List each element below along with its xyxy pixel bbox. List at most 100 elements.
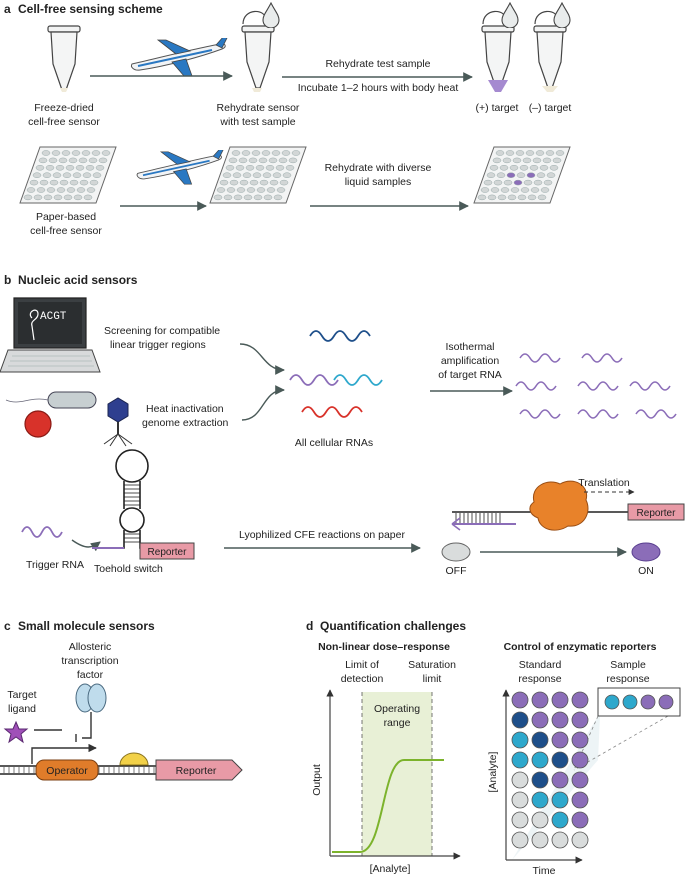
grid-well — [511, 791, 529, 809]
well-dot — [73, 194, 83, 201]
well-dot — [222, 172, 232, 178]
iso-label-2: amplification — [441, 355, 500, 367]
well-dot — [39, 179, 49, 186]
well-dot — [263, 194, 273, 201]
output-axis-label: Output — [311, 764, 323, 796]
sample-well — [640, 694, 656, 710]
well-dot — [52, 172, 62, 178]
well-dot — [543, 179, 553, 186]
well-dot — [532, 157, 542, 164]
zoom-line-2 — [573, 715, 669, 771]
translation-label: Translation — [578, 477, 630, 489]
grid-well — [551, 811, 569, 829]
well-dot — [33, 194, 43, 201]
well-dot — [48, 157, 58, 164]
well-dot — [539, 165, 549, 171]
grid-well — [531, 771, 549, 789]
panel-d-title: Quantification challenges — [320, 619, 466, 633]
target-label-2: ligand — [8, 703, 36, 715]
well-dot — [61, 150, 71, 156]
well-dot — [95, 165, 105, 171]
sample-response-row — [604, 694, 674, 710]
well-dot — [72, 172, 82, 178]
well-dot — [486, 172, 496, 178]
dose-response-curve — [332, 759, 444, 853]
grid-well — [571, 831, 589, 849]
amplified-rna-wave — [629, 381, 671, 391]
operating-label-1: Operating — [374, 703, 420, 715]
well-dot — [523, 179, 533, 186]
grid-well — [511, 731, 529, 749]
target-label-1: Target — [7, 689, 36, 701]
well-dot — [253, 194, 263, 201]
well-dot — [506, 172, 516, 178]
well-dot — [529, 165, 539, 171]
well-dot — [59, 179, 69, 186]
well-dot — [542, 157, 552, 164]
well-dot — [226, 187, 236, 193]
well-dot — [530, 187, 540, 193]
freeze-dried-label-2: cell-free sensor — [28, 116, 100, 128]
heat-label-2: genome extraction — [142, 417, 229, 429]
off-indicator — [441, 542, 471, 562]
well-dot — [502, 157, 512, 164]
well-dot — [68, 157, 78, 164]
grid-well — [531, 791, 549, 809]
grid-well — [511, 771, 529, 789]
amplified-rna-wave — [577, 409, 619, 419]
well-dot — [552, 157, 562, 164]
well-dot — [483, 179, 493, 186]
well-dot — [282, 172, 292, 178]
screening-arrow — [239, 343, 285, 375]
rehydrate-sensor-label-1: Rehydrate sensor — [217, 102, 300, 114]
paper-label-2: cell-free sensor — [30, 225, 102, 237]
well-dot — [252, 172, 262, 178]
well-dot — [242, 172, 252, 178]
promoter-arrow — [31, 743, 97, 764]
well-dot — [507, 194, 517, 201]
panel-a-title: Cell-free sensing scheme — [18, 2, 163, 16]
rehydrate-diverse-label-1: Rehydrate with diverse — [325, 162, 432, 174]
well-dot — [285, 165, 295, 171]
operating-range-band — [362, 692, 432, 856]
translation-complex — [451, 480, 628, 531]
sat-label-1: Saturation — [408, 659, 456, 671]
well-dot — [536, 172, 546, 178]
grid-well — [551, 691, 569, 709]
well-dot — [265, 165, 275, 171]
reporter-label: Reporter — [148, 547, 188, 558]
reporter-gene-label: Reporter — [176, 765, 217, 777]
grid-well — [511, 811, 529, 829]
airplane-icon-2 — [136, 150, 224, 186]
well-dot — [276, 187, 286, 193]
reporter-gene-box — [155, 759, 243, 781]
well-dot — [81, 150, 91, 156]
grid-well — [531, 751, 549, 769]
amplified-rnas — [515, 353, 677, 419]
well-dot — [63, 194, 73, 201]
grid-well — [571, 751, 589, 769]
well-dot — [46, 187, 56, 193]
well-dot — [490, 187, 500, 193]
grid-well — [531, 731, 549, 749]
well-dot — [540, 187, 550, 193]
well-dot — [516, 172, 526, 178]
well-dot — [91, 150, 101, 156]
panel-b-letter: b — [4, 273, 11, 287]
sample-well — [604, 694, 620, 710]
well-dot — [213, 194, 223, 201]
reporter-box-2 — [627, 503, 685, 521]
well-dot — [85, 165, 95, 171]
well-dot — [512, 157, 522, 164]
transcription-factor-icon — [75, 683, 107, 713]
sample-well — [658, 694, 674, 710]
standard-label-2: response — [518, 673, 561, 685]
iso-label-3: of target RNA — [438, 369, 502, 381]
well-dot — [98, 157, 108, 164]
well-dot — [278, 157, 288, 164]
grid-well — [531, 691, 549, 709]
well-dot — [477, 194, 487, 201]
operator-label: Operator — [46, 765, 88, 777]
well-dot — [38, 157, 48, 164]
well-dot — [255, 165, 265, 171]
